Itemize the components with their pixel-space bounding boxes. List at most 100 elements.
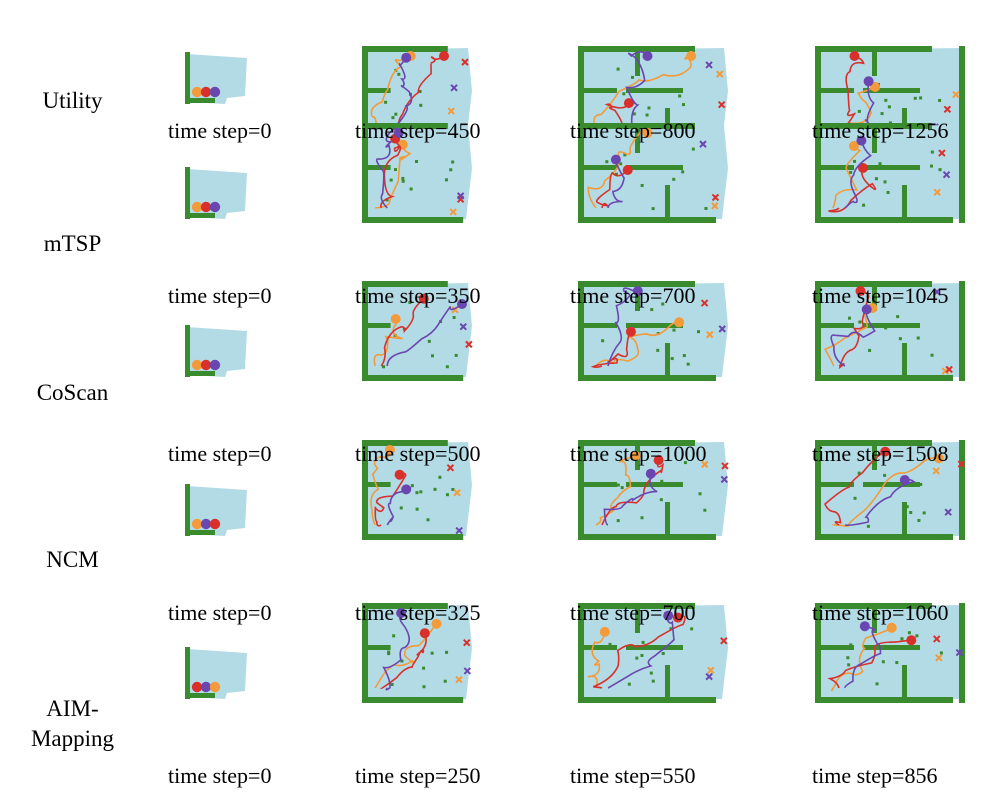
obstacle: [939, 651, 943, 655]
wall: [635, 123, 640, 153]
obstacle: [938, 168, 942, 172]
wall: [902, 665, 907, 703]
wall: [635, 603, 640, 633]
obstacle: [408, 301, 412, 305]
map-canvas: [815, 281, 965, 381]
goal-cross-icon: [941, 367, 950, 375]
explored-area: [819, 48, 965, 144]
map-canvas: [362, 281, 473, 381]
agent-trajectory: [603, 473, 658, 526]
wall: [362, 603, 448, 609]
agent-marker: [849, 51, 860, 61]
caption: time step=1060: [812, 600, 949, 625]
obstacle: [631, 75, 635, 79]
agent-trajectory: [375, 127, 400, 209]
wall: [815, 603, 821, 703]
map-canvas: [815, 123, 965, 223]
row-label-mtsp: mTSP: [0, 229, 145, 259]
wall: [578, 697, 716, 703]
goal-cross-icon: [463, 638, 471, 647]
wall: [362, 534, 464, 540]
agent-trajectory: [838, 55, 865, 132]
obstacle: [623, 153, 627, 157]
agent-marker: [610, 154, 621, 165]
agent-trajectory: [370, 449, 392, 526]
agent-marker: [419, 628, 430, 639]
goal-cross-icon: [944, 508, 952, 516]
map-panel: [578, 281, 728, 381]
agent-marker: [653, 455, 664, 466]
caption: time step=450: [355, 118, 481, 143]
obstacle: [640, 653, 644, 657]
agent-trajectory: [380, 138, 402, 209]
wall: [578, 375, 716, 381]
obstacle: [451, 160, 455, 164]
obstacle: [703, 508, 707, 512]
method-label: NCM: [46, 547, 99, 572]
wall: [185, 52, 190, 104]
agent-marker: [200, 518, 212, 530]
obstacle: [651, 207, 655, 211]
agent-marker: [870, 82, 881, 92]
agent-marker: [396, 608, 407, 618]
goal-cross-icon: [705, 672, 713, 681]
obstacle: [847, 316, 851, 320]
obstacle: [422, 666, 426, 670]
map-panel: [185, 52, 255, 108]
wall: [815, 375, 953, 381]
method-label: mTSP: [43, 231, 102, 256]
map-canvas: [815, 603, 965, 703]
wall: [863, 645, 920, 650]
obstacle: [382, 365, 386, 369]
obstacle: [930, 353, 934, 357]
agent-marker: [906, 635, 917, 646]
obstacle: [619, 162, 623, 166]
obstacle: [454, 353, 458, 357]
goal-cross-icon: [711, 202, 719, 210]
agent-trajectory: [827, 639, 912, 689]
goal-cross-icon: [932, 467, 940, 475]
obstacle: [862, 203, 866, 207]
explored-area: [582, 125, 728, 221]
wall: [362, 603, 368, 703]
map-panel: [362, 603, 472, 703]
wall: [578, 645, 617, 650]
map-panel: [362, 281, 473, 381]
goal-cross-icon: [943, 105, 952, 114]
row-label-coscan: CoScan: [0, 378, 145, 408]
map-canvas: [578, 123, 728, 223]
wall: [815, 281, 821, 381]
obstacle: [849, 643, 853, 647]
obstacle: [690, 627, 694, 631]
agent-marker: [858, 163, 868, 173]
wall: [665, 665, 670, 703]
agent-trajectory: [595, 321, 680, 367]
wall: [863, 88, 920, 93]
agent-marker: [431, 618, 442, 629]
map-canvas: [185, 325, 247, 377]
agent-trajectory: [838, 290, 870, 370]
obstacle: [390, 682, 394, 686]
obstacle: [451, 488, 455, 492]
obstacle: [881, 660, 885, 664]
caption: time step=700: [570, 283, 696, 308]
map-canvas: [185, 167, 247, 219]
explored-area: [819, 442, 965, 538]
goal-cross-icon: [717, 100, 726, 109]
wall: [872, 440, 877, 470]
wall: [815, 697, 953, 703]
agent-marker: [622, 165, 633, 175]
obstacle: [445, 493, 449, 497]
wall: [185, 484, 190, 536]
wall: [872, 46, 877, 76]
wall: [665, 185, 670, 223]
wall: [626, 88, 683, 93]
obstacle: [672, 177, 676, 181]
map-canvas: [185, 647, 247, 699]
map-panel: [185, 484, 255, 540]
obstacle: [400, 659, 404, 663]
obstacle: [896, 315, 900, 319]
obstacle: [691, 147, 695, 151]
agent-marker: [401, 484, 412, 495]
caption: time step=1000: [570, 441, 707, 466]
